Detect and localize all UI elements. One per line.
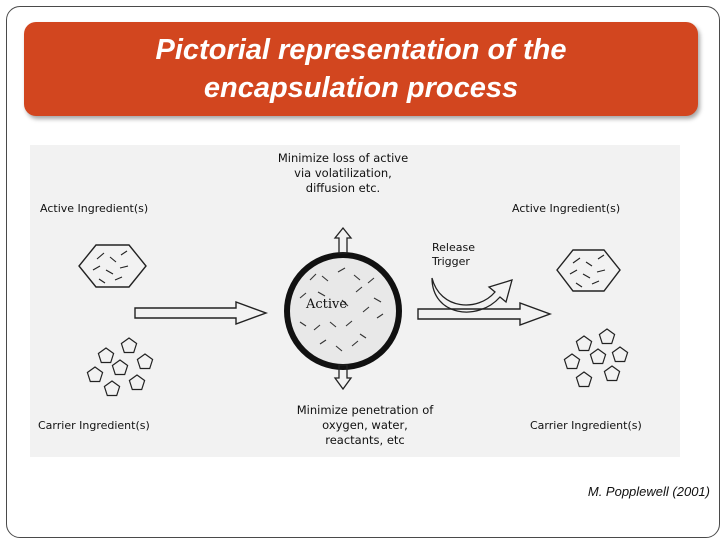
capsule-label: Active [306,297,348,312]
release-trigger-label: Release Trigger [432,241,475,268]
slide-frame [6,6,720,538]
input-arrow [134,300,269,326]
output-arrow [417,301,553,327]
left-active-label: Active Ingredient(s) [40,202,149,215]
left-carrier-pentagons [86,337,154,397]
down-arrow [333,364,353,391]
top-caption: Minimize loss of active via volatilizati… [277,151,409,195]
left-active-hexagon [78,244,147,288]
release-trigger-arrow [431,277,513,313]
up-arrow [333,226,353,254]
bottom-caption: Minimize penetration of oxygen, water, r… [296,403,434,447]
right-active-label: Active Ingredient(s) [512,202,621,215]
right-carrier-pentagons [563,328,629,388]
title-banner: Pictorial representation of the encapsul… [24,22,698,116]
right-carrier-label: Carrier Ingredient(s) [530,419,642,432]
capsule-circle [284,252,402,370]
right-active-hexagon [556,249,621,292]
slide-title: Pictorial representation of the encapsul… [155,34,567,104]
left-carrier-label: Carrier Ingredient(s) [38,419,150,432]
citation: M. Popplewell (2001) [587,484,710,499]
